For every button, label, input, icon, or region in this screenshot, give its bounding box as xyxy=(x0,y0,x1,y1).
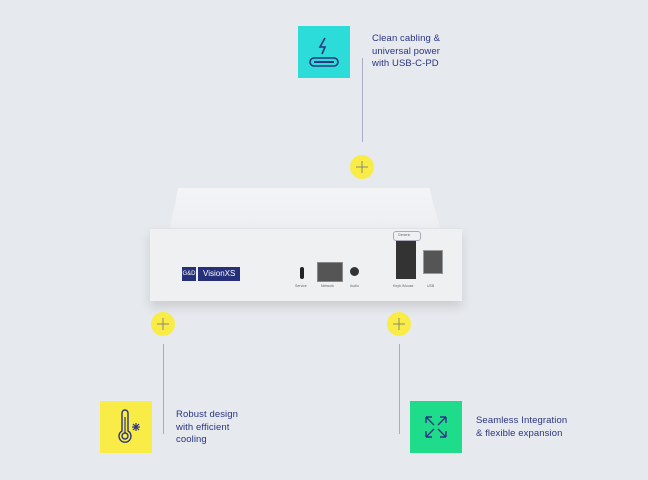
hotspot-usb-c[interactable] xyxy=(350,155,374,179)
integration-feature-tile xyxy=(410,401,462,453)
hotspot-integration[interactable] xyxy=(387,312,411,336)
feature-text-line: & flexible expansion xyxy=(476,427,563,439)
usb-c-feature-text: Clean cabling & universal power with USB… xyxy=(372,33,440,71)
feature-text-line: with USB-C-PD xyxy=(372,58,439,69)
keyb-mouse-ports xyxy=(396,241,416,279)
device-top-panel xyxy=(170,188,440,228)
gd-logo-mark: G&D xyxy=(182,267,196,281)
usb-label: USB xyxy=(427,284,435,288)
feature-text-line: cooling xyxy=(176,434,207,445)
hotspot-cooling[interactable] xyxy=(151,312,175,336)
audio-port xyxy=(350,267,359,276)
connector-line-top xyxy=(362,58,363,142)
visionxs-device: G&D VisionXS Service Network Audio Gener… xyxy=(150,188,462,301)
generic-usb-group xyxy=(393,231,421,241)
usb-c-feature-tile xyxy=(298,26,350,78)
plus-icon xyxy=(356,161,368,173)
service-port xyxy=(300,267,304,279)
expand-arrows-icon xyxy=(425,416,447,438)
network-label: Network xyxy=(321,284,334,288)
usb-ports xyxy=(423,250,443,274)
feature-text-line: universal power xyxy=(372,45,441,57)
integration-feature-text: Seamless Integration & flexible expansio… xyxy=(476,415,567,440)
product-name: VisionXS xyxy=(198,267,241,281)
plus-icon xyxy=(393,318,405,330)
cooling-feature-tile xyxy=(100,401,152,453)
connector-line-left xyxy=(163,344,164,434)
feature-text-line: with efficient xyxy=(176,421,230,433)
network-port xyxy=(317,262,343,282)
keyb-mouse-label: Keyb./Mouse xyxy=(393,284,414,288)
feature-text-line: Seamless Integration xyxy=(476,415,568,426)
feature-text-line: Robust design xyxy=(176,409,239,420)
usb-c-power-icon xyxy=(309,37,339,67)
device-logo: G&D VisionXS xyxy=(182,267,241,281)
service-label: Service xyxy=(295,284,307,288)
feature-text-line: Clean cabling & xyxy=(372,33,441,44)
cooling-feature-text: Robust design with efficient cooling xyxy=(176,409,238,447)
thermometer-snowflake-icon xyxy=(118,409,140,443)
audio-label: Audio xyxy=(350,284,359,288)
device-front-panel: G&D VisionXS Service Network Audio Gener… xyxy=(150,228,462,301)
connector-line-right xyxy=(399,344,400,434)
plus-icon xyxy=(157,318,169,330)
generic-label: Generic xyxy=(398,233,411,237)
